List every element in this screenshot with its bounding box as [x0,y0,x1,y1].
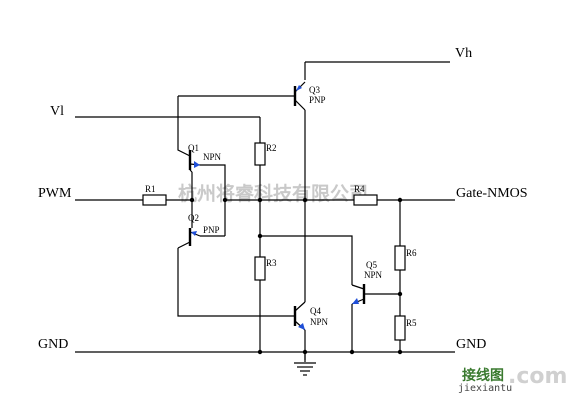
r1-label: R1 [145,184,156,194]
resistor-r2: R2 [254,142,277,166]
q5-type: NPN [364,270,383,280]
wires [75,61,455,360]
r3-label: R3 [266,258,277,268]
net-label-gate-nmos: Gate-NMOS [456,186,528,201]
q3-type: PNP [309,95,326,105]
watermark-url-text: jiexiantu [458,383,512,393]
q1-type: NPN [203,152,222,162]
q2-type: PNP [203,225,220,235]
resistor-r3: R3 [254,256,277,281]
net-label-gnd-left: GND [38,337,68,352]
r6-label: R6 [406,248,417,258]
net-label-gnd-right: GND [456,337,486,352]
transistor-q2: Q2 PNP [177,213,220,249]
ground-icon [294,352,316,376]
watermark-logo: 接线图 .com jiexiantu [458,364,567,393]
resistor-r5: R5 [394,315,417,341]
q3-ref: Q3 [309,85,320,95]
q1-ref: Q1 [188,143,199,153]
r5-label: R5 [406,318,417,328]
r2-label: R2 [266,143,277,153]
resistor-r4: R4 [353,184,378,206]
q4-ref: Q4 [310,306,321,316]
net-label-vl: Vl [50,104,64,119]
q2-ref: Q2 [188,213,199,223]
q4-type: NPN [310,317,329,327]
transistor-q5: Q5 NPN [351,260,383,305]
watermark-com-text: .com [508,364,567,389]
q5-ref: Q5 [366,260,377,270]
r4-label: R4 [354,184,365,194]
transistor-q3: Q3 PNP [293,81,326,111]
resistor-r1: R1 [142,184,167,206]
transistor-q4: Q4 NPN [293,301,329,331]
resistor-r6: R6 [394,245,417,271]
watermark-logo-text: 接线图 [462,367,504,384]
transistor-q1: Q1 NPN [177,142,222,173]
net-label-vh: Vh [455,46,472,61]
watermark-company-text: 杭州将睿科技有限公司 [178,182,368,205]
net-label-pwm: PWM [38,186,72,201]
